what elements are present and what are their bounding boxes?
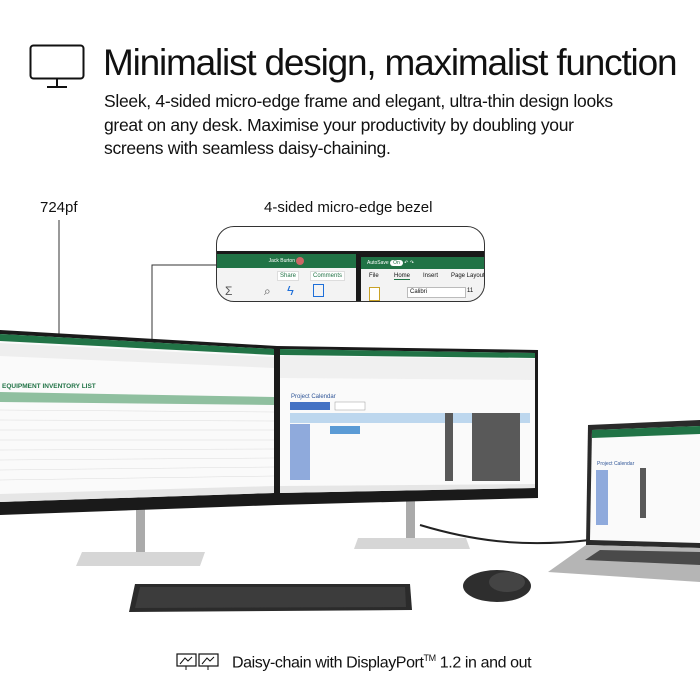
laptop-keyboard <box>585 550 700 565</box>
laptop <box>548 420 700 582</box>
monitor-icon <box>29 44 85 88</box>
keyboard <box>129 584 412 612</box>
left-monitor-stand <box>76 505 205 566</box>
autosum-icon[interactable]: Σ <box>225 284 233 298</box>
callout-right-bezel: AutoSave On ↶ ↷ File Home Insert Page La… <box>358 251 485 301</box>
autosave-toggle[interactable]: On <box>390 260 403 266</box>
bezel-label: 4-sided micro-edge bezel <box>264 199 433 216</box>
right-monitor <box>277 346 538 505</box>
callout-title-bar-right: AutoSave On ↶ ↷ <box>361 257 484 269</box>
bezel-callout: Jack Burton Share Comments Σ ⌕ ϟ AutoSav… <box>216 226 485 302</box>
tab-file[interactable]: File <box>369 273 379 279</box>
comments-button[interactable]: Comments <box>310 271 346 281</box>
right-sheet-title: Project Calendar <box>291 394 336 400</box>
footer-text: Daisy-chain with DisplayPort <box>232 654 424 672</box>
trademark: TM <box>423 653 437 663</box>
autosave-label: AutoSave <box>367 260 389 266</box>
ideas-icon[interactable]: ϟ <box>287 283 294 298</box>
avatar <box>296 256 305 265</box>
callout-ribbon-right: File Home Insert Page Layout Calibri 11 <box>361 269 485 301</box>
font-select[interactable]: Calibri <box>407 287 466 298</box>
mouse <box>463 570 531 602</box>
tab-insert[interactable]: Insert <box>423 273 439 279</box>
description: Sleek, 4-sided micro-edge frame and eleg… <box>104 91 613 158</box>
laptop-sheet-title: Project Calendar <box>597 461 635 467</box>
callout-left-bezel: Jack Burton Share Comments Σ ⌕ ϟ <box>217 251 358 301</box>
callout-ribbon: Share Comments Σ ⌕ ϟ <box>217 268 356 301</box>
find-icon[interactable]: ⌕ <box>264 284 271 298</box>
share-button[interactable]: Share <box>277 271 300 281</box>
daisy-chain-monitors-icon <box>176 653 219 670</box>
font-size-select[interactable]: 11 <box>467 288 474 294</box>
footer-feature: Daisy-chain with DisplayPortTM 1.2 in an… <box>232 653 532 672</box>
paste-icon[interactable] <box>369 287 380 301</box>
model-label: 724pf <box>40 199 78 216</box>
left-screen <box>0 334 274 502</box>
sensitivity-icon[interactable] <box>313 284 324 297</box>
cable <box>419 524 591 545</box>
tab-page-layout[interactable]: Page Layout <box>451 273 485 279</box>
right-monitor-stand <box>354 498 470 549</box>
user-name: Jack Burton <box>268 258 295 264</box>
left-monitor <box>0 330 277 515</box>
callout-title-bar: Jack Burton <box>217 254 356 268</box>
page-title: Minimalist design, maximalist function <box>103 42 678 83</box>
left-sheet-title: EQUIPMENT INVENTORY LIST <box>2 383 96 390</box>
left-taskbar <box>0 486 274 502</box>
footer-text-after: 1.2 in and out <box>435 654 532 672</box>
right-taskbar <box>280 484 535 493</box>
tab-home[interactable]: Home <box>394 273 411 280</box>
